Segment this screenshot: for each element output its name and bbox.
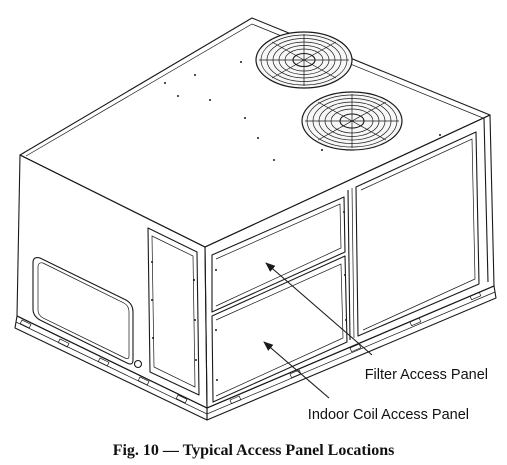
unit-body	[14, 17, 497, 421]
unit-left-face	[16, 154, 208, 409]
callout-arrows	[263, 262, 373, 399]
base-rail	[14, 285, 497, 421]
left-face-details	[32, 227, 200, 396]
unit-top	[19, 17, 491, 248]
arrow-icon	[263, 341, 330, 399]
filter-access-panel-label: Filter Access Panel	[365, 367, 488, 383]
condenser-fan-icon	[301, 91, 403, 151]
arrow-icon	[265, 262, 373, 356]
indoor-coil-access-panel	[211, 255, 348, 403]
front-face-details	[211, 117, 489, 403]
figure-caption: Fig. 10 — Typical Access Panel Locations	[113, 442, 395, 459]
indoor-coil-access-panel-label: Indoor Coil Access Panel	[308, 407, 469, 423]
filter-access-panel	[211, 196, 346, 313]
right-side-panel	[355, 131, 480, 337]
condenser-fan-icon	[255, 31, 353, 89]
end-access-panel	[32, 257, 134, 365]
top-rivets	[164, 61, 441, 161]
control-panel	[147, 227, 200, 396]
